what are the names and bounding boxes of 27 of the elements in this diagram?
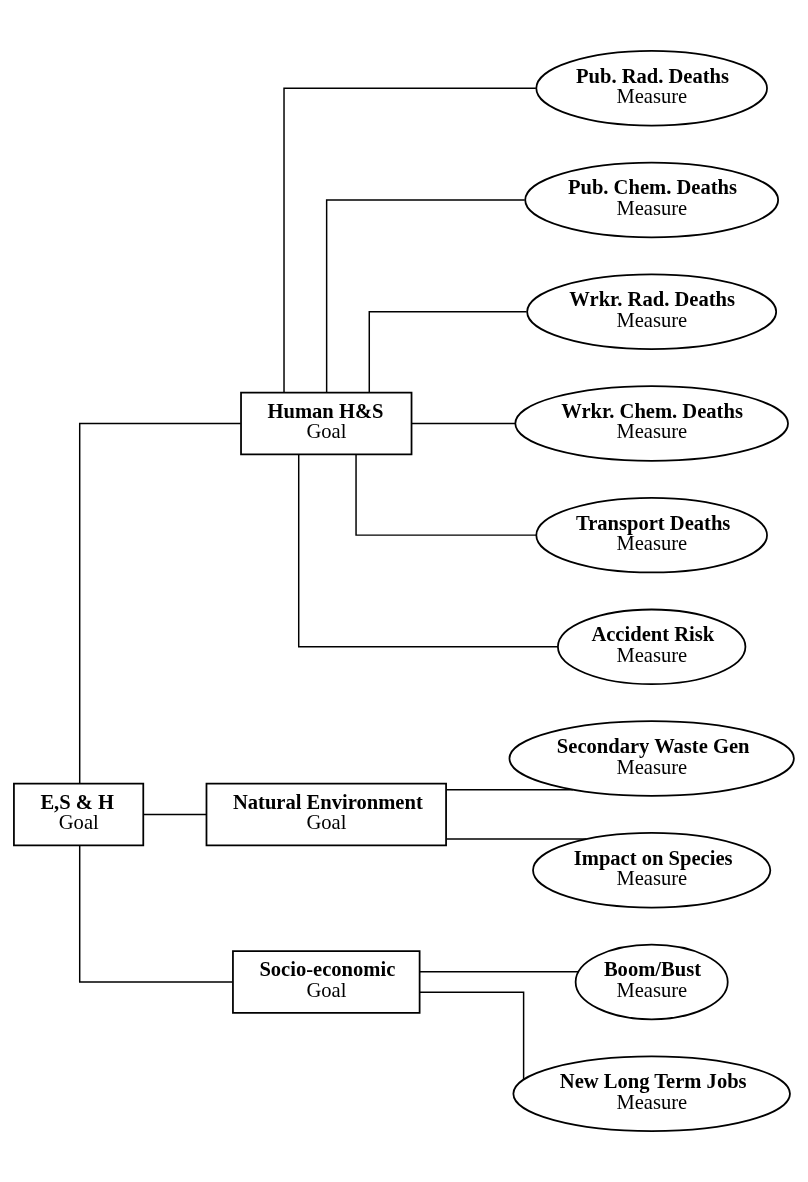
node-box: Human H&S Goal [240,391,413,456]
node-ellipse: New Long Term Jobs Measure [512,1055,791,1132]
connector [445,838,587,840]
node-ellipse: Pub. Chem. Deaths Measure [524,161,779,239]
connector [411,422,516,425]
node-ellipse: Transport Deaths Measure [535,496,768,574]
node-box: E,S & H Goal [13,782,145,847]
connector [445,789,574,791]
node-ellipse: Boom/Bust Measure [574,943,729,1021]
connector [368,310,528,394]
node-box: Natural Environment Goal [205,782,447,847]
connector [78,844,234,983]
node-ellipse: Secondary Waste Gen Measure [508,720,795,797]
node-ellipse: Wrkr. Chem. Deaths Measure [514,385,789,462]
connector [298,453,559,648]
connector [142,813,207,816]
connector [355,453,537,536]
node-ellipse: Accident Risk Measure [557,608,747,686]
connector [325,199,526,394]
connector [419,970,579,973]
connector [78,422,242,784]
node-ellipse: Impact on Species Measure [532,832,772,909]
node-box: Socio-economic Goal [232,950,421,1014]
connector [419,991,525,1081]
connector [283,87,537,394]
node-ellipse: Pub. Rad. Deaths Measure [535,50,768,127]
node-ellipse: Wrkr. Rad. Deaths Measure [526,273,778,350]
